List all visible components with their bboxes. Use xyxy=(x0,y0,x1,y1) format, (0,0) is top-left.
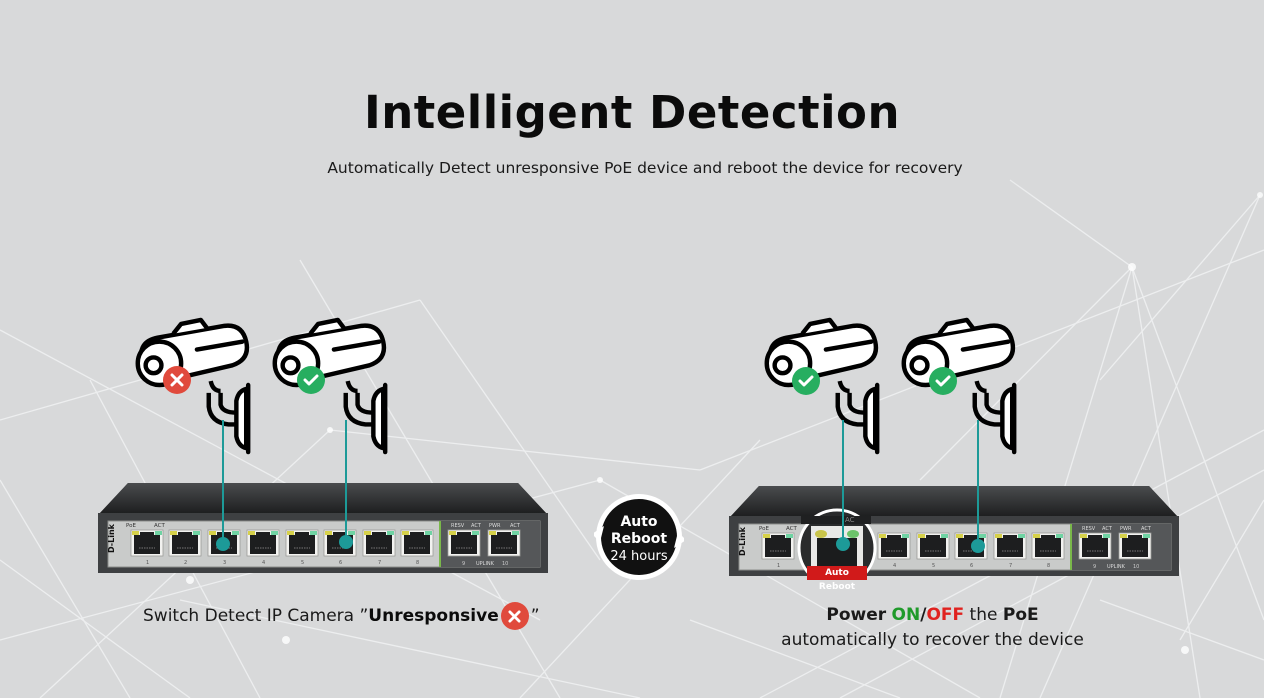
port-number: 9 xyxy=(1093,564,1096,570)
page-subtitle: Automatically Detect unresponsive PoE de… xyxy=(327,159,963,177)
left-caption: Switch Detect IP Camera ” Unresponsive ” xyxy=(143,602,540,630)
poe-label: PoE xyxy=(759,526,769,532)
camera-icon xyxy=(755,316,885,456)
cable-connector xyxy=(971,539,985,553)
act-label: ACT xyxy=(510,523,521,529)
check-icon xyxy=(303,374,319,386)
caption-line-2: automatically to recover the device xyxy=(781,630,1084,650)
caption-on: ON xyxy=(891,605,921,625)
resv-label: RESV xyxy=(1082,526,1096,532)
poe-switch: D-Link PoE ACT RESV ACT PWR ACT UPLINK 1… xyxy=(98,483,549,574)
port-number: 6 xyxy=(339,560,342,566)
caption-suffix: ” xyxy=(530,606,540,626)
poe-switch: D-Link PoE ACT RESV ACT PWR ACT UPLINK 1… xyxy=(729,486,1180,578)
cable xyxy=(222,420,224,542)
port-number: 6 xyxy=(970,563,973,569)
cable xyxy=(345,420,347,542)
ok-badge xyxy=(297,366,325,394)
port-number: 8 xyxy=(416,560,419,566)
cable-connector xyxy=(836,537,850,551)
caption-off: OFF xyxy=(926,605,965,625)
act-label: ACT xyxy=(471,523,482,529)
right-caption: Power ON/OFF the PoE automatically to re… xyxy=(760,603,1105,653)
cable-connector xyxy=(216,537,230,551)
cable xyxy=(977,420,979,542)
error-badge xyxy=(163,366,191,394)
brand-label: D-Link xyxy=(107,523,116,553)
caption-the: the xyxy=(969,605,998,625)
act-label: ACT xyxy=(154,523,166,529)
caption-line-1: Power ON/OFF the PoE xyxy=(760,603,1105,628)
port-number: 2 xyxy=(184,560,187,566)
caption-prefix: Switch Detect IP Camera ” xyxy=(143,606,369,626)
port-number: 3 xyxy=(223,560,226,566)
check-icon xyxy=(935,375,951,387)
pwr-label: PWR xyxy=(1120,526,1132,532)
port-number: 1 xyxy=(146,560,149,566)
auto-reboot-tag: Auto Reboot xyxy=(807,566,867,592)
port-number: 4 xyxy=(893,563,896,569)
act-label: ACT xyxy=(1141,526,1152,532)
reboot-line-1: Auto xyxy=(620,514,658,530)
resv-label: RESV xyxy=(451,523,465,529)
check-icon xyxy=(798,375,814,387)
port-number: 1 xyxy=(777,563,780,569)
port-number: 10 xyxy=(1133,564,1139,570)
ok-badge xyxy=(929,367,957,395)
poe-label: PoE xyxy=(126,523,136,529)
page-title: Intelligent Detection xyxy=(364,86,900,139)
caption-power: Power xyxy=(826,605,887,625)
port-number: 5 xyxy=(301,560,304,566)
port-number: 9 xyxy=(462,561,465,567)
caption-slash: / xyxy=(920,605,927,625)
camera-icon xyxy=(892,316,1022,456)
act-label: ACT xyxy=(786,526,798,532)
act-label: ACT xyxy=(1102,526,1113,532)
uplink-label: UPLINK xyxy=(1107,564,1126,570)
port-number: 8 xyxy=(1047,563,1050,569)
camera-icon xyxy=(126,316,256,456)
uplink-label: UPLINK xyxy=(476,561,495,567)
port-number: 7 xyxy=(378,560,381,566)
reboot-line-2: Reboot xyxy=(610,531,668,547)
x-icon xyxy=(500,602,529,630)
ok-badge xyxy=(792,367,820,395)
auto-reboot-cycle-icon xyxy=(594,494,684,580)
port-number: 5 xyxy=(932,563,935,569)
pwr-label: PWR xyxy=(489,523,501,529)
caption-poe: PoE xyxy=(1002,605,1039,625)
cable-connector xyxy=(339,535,353,549)
auto-reboot-label: Auto Reboot 24 hours xyxy=(594,514,684,565)
camera-icon xyxy=(263,316,393,456)
reboot-line-3: 24 hours xyxy=(610,549,668,564)
zoom-act-label: AC xyxy=(845,516,855,524)
port-number: 7 xyxy=(1009,563,1012,569)
brand-label: D-Link xyxy=(738,526,747,556)
x-icon xyxy=(170,373,184,387)
caption-bold: Unresponsive xyxy=(368,606,499,626)
cable xyxy=(842,420,844,542)
port-number: 10 xyxy=(502,561,508,567)
port-number: 4 xyxy=(262,560,265,566)
